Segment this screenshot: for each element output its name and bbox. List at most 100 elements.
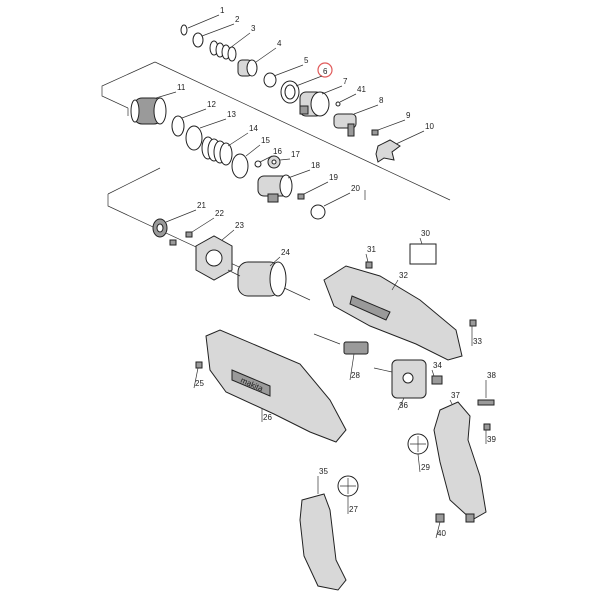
part-10-anvil	[375, 139, 401, 163]
part-label-3: 3	[251, 24, 256, 33]
leader-line-2	[201, 23, 235, 37]
part-label-39: 39	[487, 435, 496, 444]
leader-line-24	[269, 256, 281, 267]
leader-line-3	[229, 32, 251, 49]
part-label-30: 30	[421, 229, 430, 238]
part-label-40: 40	[437, 529, 446, 538]
part-label-10: 10	[425, 122, 434, 131]
part-label-24: 24	[281, 248, 290, 257]
part-label-36: 36	[399, 401, 408, 410]
part-15-ring	[231, 153, 249, 179]
part-label-32: 32	[399, 271, 408, 280]
part-label-29: 29	[421, 463, 430, 472]
part-19-pin	[297, 193, 305, 200]
leader-line-29	[417, 453, 421, 473]
part-label-21: 21	[197, 201, 206, 210]
part-38-screw	[477, 399, 495, 406]
part-label-22: 22	[215, 209, 224, 218]
part-20-washer	[310, 204, 326, 220]
part-label-41: 41	[357, 85, 366, 94]
part-label-11: 11	[177, 83, 186, 92]
part-label-14: 14	[249, 124, 258, 133]
leader-line-6	[295, 75, 323, 87]
part-33-screw	[469, 319, 477, 327]
part-label-2: 2	[235, 15, 240, 24]
part-4-sleeve	[237, 59, 258, 77]
leader-line-5	[273, 64, 304, 77]
part-label-33: 33	[473, 337, 482, 346]
highlight-circle	[317, 62, 333, 78]
part-35-grip	[299, 493, 347, 591]
housing-parts: makita	[195, 243, 495, 591]
bracket-upper-left	[101, 61, 156, 109]
part-1-ring	[180, 24, 188, 36]
part-label-27: 27	[349, 505, 358, 514]
part-label-16: 16	[273, 147, 282, 156]
part-8-spindle	[333, 113, 357, 137]
part-label-20: 20	[351, 184, 360, 193]
leader-line-16	[259, 155, 273, 163]
leader-line-17	[279, 158, 291, 161]
part-13-washer	[185, 125, 203, 151]
leader-line-15	[245, 144, 261, 157]
leader-line-23	[221, 229, 235, 241]
leader-line-30	[419, 237, 423, 245]
part-label-31: 31	[367, 245, 376, 254]
part-40-nut	[435, 513, 445, 523]
leader-line-22	[191, 217, 215, 233]
part-5-ring	[263, 72, 277, 88]
bracket-lower-top	[107, 167, 161, 195]
leader-line-12	[181, 108, 207, 119]
part-32-housing-right	[323, 265, 463, 361]
part-24-motor	[227, 261, 287, 297]
leader-line-21	[165, 209, 197, 223]
part-3-spring	[209, 40, 237, 62]
leader-line-1	[187, 14, 220, 29]
leader-line-8	[353, 104, 379, 115]
leader-line-31	[365, 253, 369, 263]
part-6-o-ring	[280, 80, 300, 104]
part-label-37: 37	[451, 391, 460, 400]
part-12-ring	[171, 115, 185, 137]
leader-line-41	[339, 93, 357, 103]
part-9-pin	[371, 129, 379, 136]
part-label-15: 15	[261, 136, 270, 145]
part-36-switch-unit	[373, 359, 427, 399]
part-17-gear	[267, 155, 281, 169]
part-label-1: 1	[220, 6, 225, 15]
part-label-12: 12	[207, 100, 216, 109]
part-22-screw	[185, 231, 193, 238]
leader-line-9	[377, 119, 406, 131]
leader-line-28	[349, 353, 355, 381]
leader-line-25	[193, 367, 199, 389]
part-27-plate	[337, 475, 359, 497]
leader-line-14	[227, 132, 249, 147]
part-label-4: 4	[277, 39, 282, 48]
part-7-housing	[299, 91, 330, 117]
leader-line-34	[431, 369, 435, 377]
part-label-34: 34	[433, 361, 442, 370]
part-2-washer	[192, 32, 204, 48]
part-37-battery-housing	[433, 401, 487, 521]
part-39-screw	[483, 423, 491, 431]
leader-line-11	[155, 91, 177, 99]
part-28-switch	[313, 333, 369, 355]
part-40-nut-b	[465, 513, 475, 523]
part-label-7: 7	[343, 77, 348, 86]
leader-line-7	[321, 85, 343, 95]
part-30-label	[409, 243, 437, 265]
part-label-8: 8	[379, 96, 384, 105]
part-label-28: 28	[351, 371, 360, 380]
part-16-ball	[254, 160, 262, 168]
part-label-5: 5	[304, 56, 309, 65]
part-label-35: 35	[319, 467, 328, 476]
leader-line-18	[287, 169, 311, 179]
part-18-carrier	[257, 174, 293, 203]
part-31-screw	[365, 261, 373, 269]
leader-line-10	[395, 130, 425, 145]
upper-parts	[130, 24, 401, 220]
leader-line-4	[255, 47, 277, 63]
part-41-ball	[335, 101, 341, 107]
